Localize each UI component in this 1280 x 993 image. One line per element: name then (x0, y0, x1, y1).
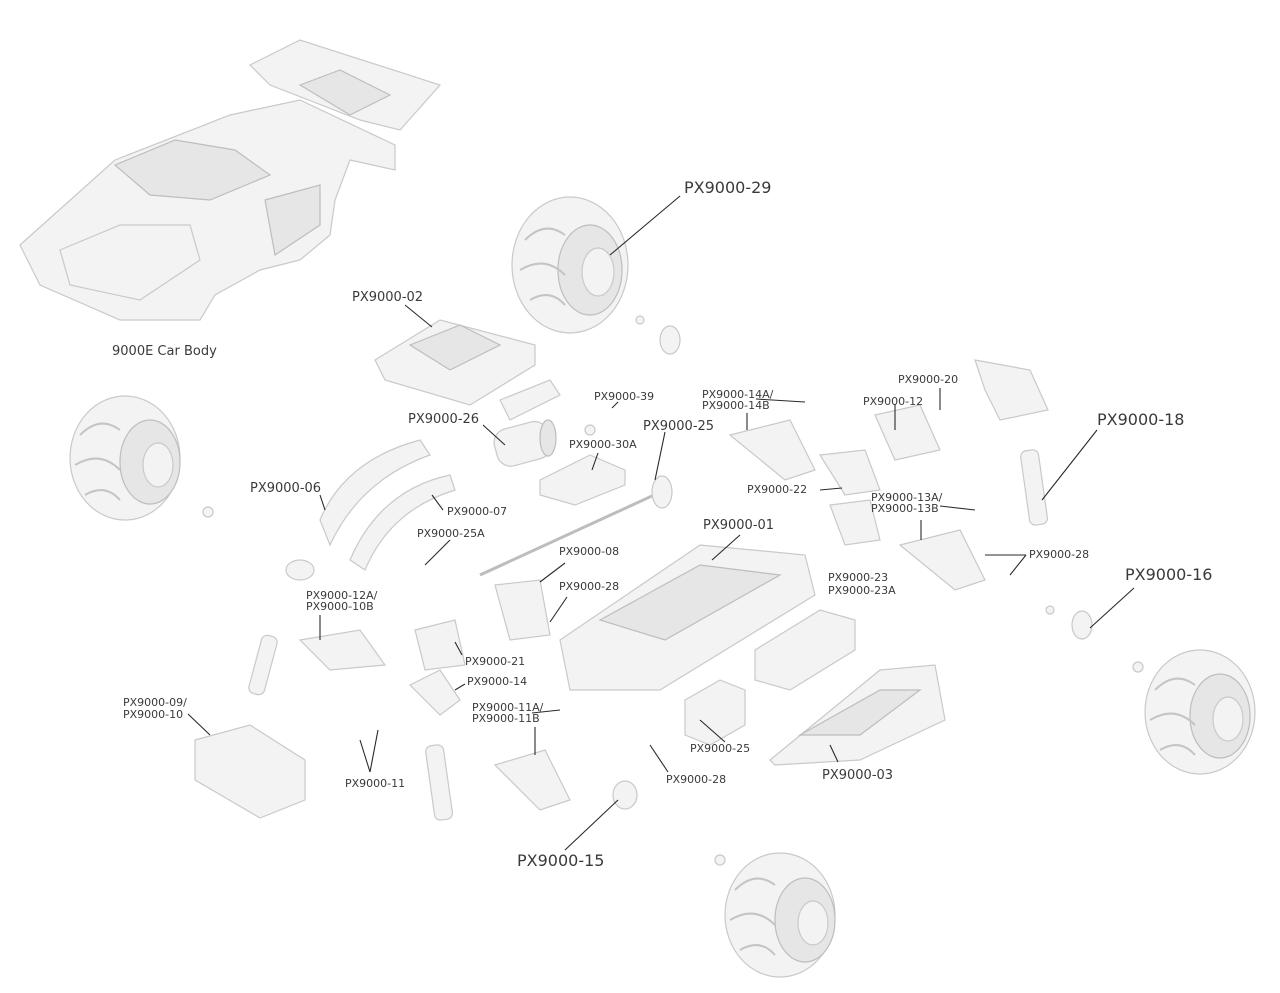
label-px9000-21: PX9000-21 (465, 655, 525, 668)
label-px9000-08: PX9000-08 (559, 545, 619, 558)
label-px9000-23a: PX9000-23A (828, 584, 896, 597)
label-px9000-11b: PX9000-11B (472, 712, 540, 725)
motor-mount-plate (499, 379, 561, 421)
label-px9000-29: PX9000-29 (684, 178, 771, 197)
front-bumper (194, 724, 306, 819)
label-px9000-11: PX9000-11 (345, 777, 405, 790)
label-px9000-12a: PX9000-12A/ (306, 589, 378, 602)
label-px9000-13a: PX9000-13A/ (871, 491, 943, 504)
wheel-bottom (724, 852, 836, 978)
leader-lines (187, 195, 1135, 851)
label-px9000-16: PX9000-16 (1125, 565, 1212, 584)
label-px9000-30a: PX9000-30A (569, 438, 637, 451)
battery-cover-part (769, 664, 946, 766)
wheel-left (69, 395, 181, 521)
part-labels: 9000E Car Body PX9000-29 PX9000-02 PX900… (112, 178, 1212, 870)
label-px9000-14: PX9000-14 (467, 675, 527, 688)
motor (493, 419, 557, 467)
label-px9000-25a: PX9000-25A (417, 527, 485, 540)
label-px9000-10: PX9000-10 (123, 708, 183, 721)
wheel-right (1144, 649, 1256, 775)
label-px9000-28-right: PX9000-28 (1029, 548, 1089, 561)
top-cover-part (374, 319, 536, 406)
label-px9000-25-top: PX9000-25 (643, 419, 714, 434)
label-px9000-22: PX9000-22 (747, 483, 807, 496)
shock-tower-rear (974, 359, 1049, 421)
label-px9000-14b: PX9000-14B (702, 399, 770, 412)
label-px9000-01: PX9000-01 (703, 518, 774, 533)
label-px9000-12-rear: PX9000-12 (863, 395, 923, 408)
label-px9000-03: PX9000-03 (822, 768, 893, 783)
label-px9000-09: PX9000-09/ (123, 696, 187, 709)
label-px9000-02: PX9000-02 (352, 290, 423, 305)
label-px9000-28-mid: PX9000-28 (559, 580, 619, 593)
wheel-top (511, 196, 629, 334)
label-px9000-13b: PX9000-13B (871, 502, 939, 515)
label-px9000-10b: PX9000-10B (306, 600, 374, 613)
label-px9000-28-bottom: PX9000-28 (666, 773, 726, 786)
label-px9000-26: PX9000-26 (408, 412, 479, 427)
chassis-tub (559, 544, 816, 691)
esc-receiver (539, 454, 626, 506)
label-px9000-07: PX9000-07 (447, 505, 507, 518)
label-px9000-20: PX9000-20 (898, 373, 958, 386)
battery-pack (754, 609, 856, 691)
label-px9000-39: PX9000-39 (594, 390, 654, 403)
label-px9000-15: PX9000-15 (517, 851, 604, 870)
label-px9000-14a: PX9000-14A/ (702, 388, 774, 401)
shock-absorber-left (248, 634, 454, 821)
car-body-shell (19, 39, 442, 321)
label-px9000-25-bottom: PX9000-25 (690, 742, 750, 755)
roll-cage-part (319, 439, 456, 571)
label-px9000-11a: PX9000-11A/ (472, 701, 544, 714)
label-px9000-18: PX9000-18 (1097, 410, 1184, 429)
suspension-arms (298, 404, 986, 811)
drive-shaft (479, 475, 673, 577)
shock-absorber-right (1020, 449, 1049, 526)
servo (684, 679, 746, 746)
label-px9000-06: PX9000-06 (250, 481, 321, 496)
label-px9000-23: PX9000-23 (828, 571, 888, 584)
label-car-body: 9000E Car Body (112, 344, 217, 359)
small-hardware (202, 315, 1144, 866)
